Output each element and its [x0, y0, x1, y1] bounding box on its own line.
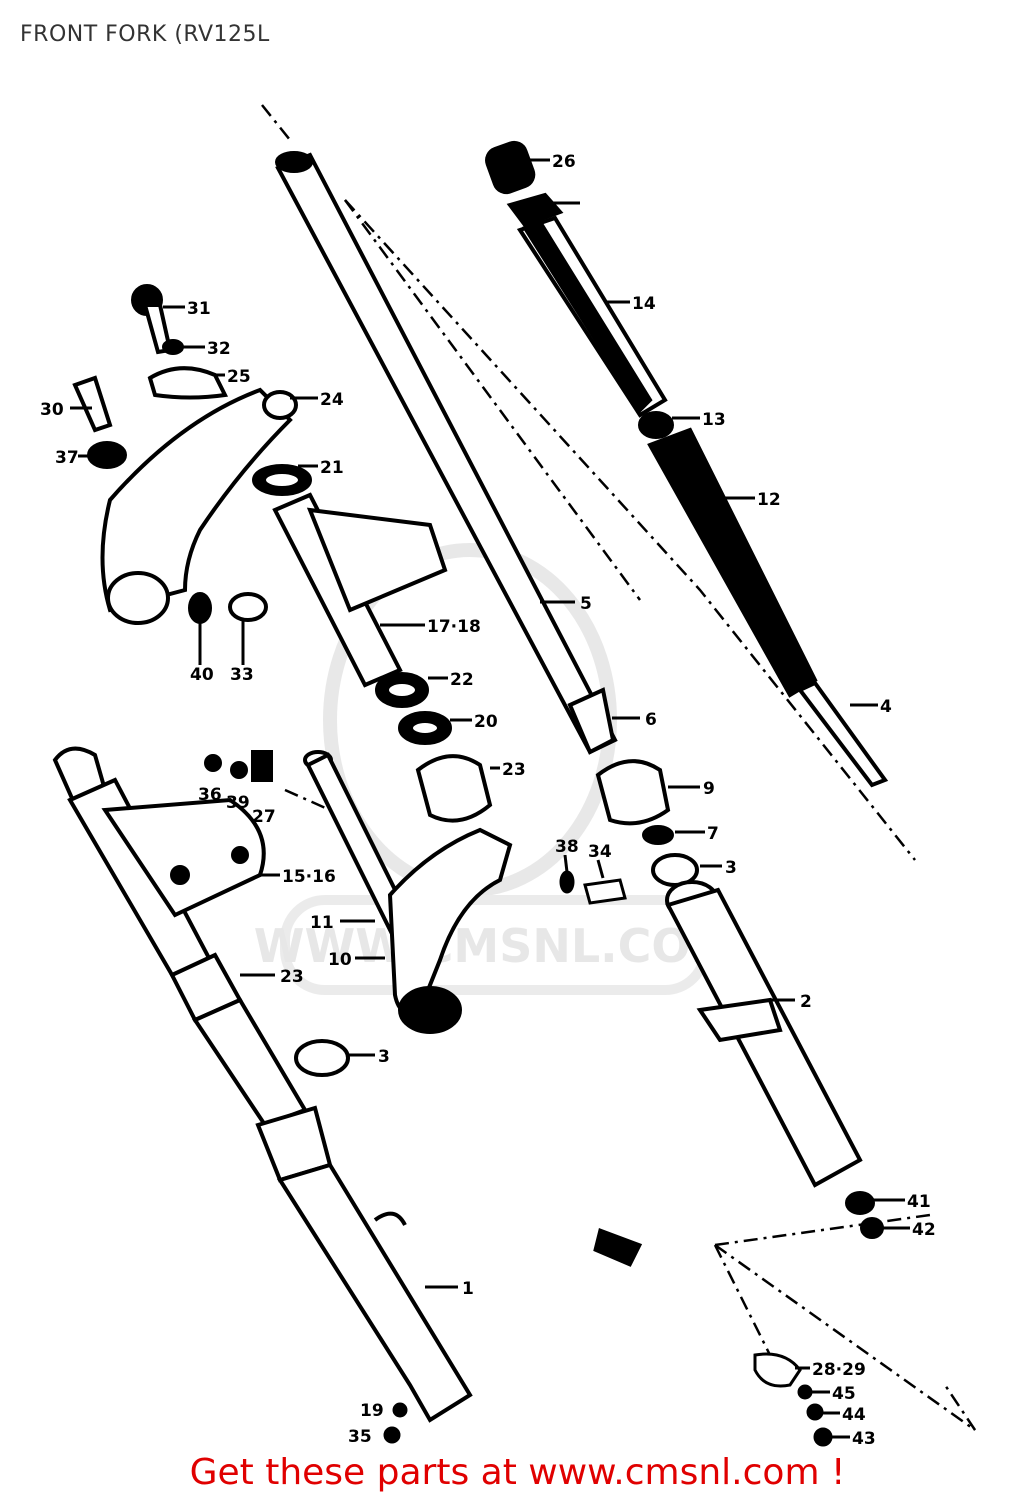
steering-stem [204, 750, 513, 1034]
callout-42: 42 [912, 1220, 936, 1240]
watermark-text: WWW.CMSNL.COM [254, 919, 737, 973]
callout-1: 1 [462, 1279, 474, 1299]
callout-43: 43 [852, 1429, 876, 1449]
callout-13: 13 [702, 410, 726, 430]
callout-19: 19 [360, 1401, 384, 1421]
callout-37: 37 [55, 448, 79, 468]
callout-20: 20 [474, 712, 498, 732]
callout-labels: 26 14 13 12 31 32 25 24 30 37 21 5 17·18… [40, 152, 936, 1449]
callout-15-16: 15·16 [282, 867, 336, 887]
callout-7: 7 [707, 824, 719, 844]
callout-17-18: 17·18 [427, 617, 481, 637]
callout-2: 2 [800, 992, 812, 1012]
get-parts-link[interactable]: Get these parts at www.cmsnl.com ! [189, 1452, 846, 1493]
fork-outer-leg-left [52, 746, 473, 1423]
callout-25: 25 [227, 367, 251, 387]
diagram-title: FRONT FORK (RV125L [20, 22, 270, 47]
callout-45: 45 [832, 1384, 856, 1404]
callout-30: 30 [40, 400, 64, 420]
callout-32: 32 [207, 339, 231, 359]
callout-22: 22 [450, 670, 474, 690]
fork-outer-leg-right [665, 880, 884, 1239]
leader-lines [70, 158, 910, 1439]
callout-39: 39 [226, 793, 250, 813]
small-hardware [383, 870, 833, 1447]
callout-4: 4 [880, 697, 892, 717]
callout-35: 35 [348, 1427, 372, 1447]
callout-28-29: 28·29 [812, 1360, 866, 1380]
callout-26: 26 [552, 152, 576, 172]
callout-31: 31 [187, 299, 211, 319]
callout-10: 10 [328, 950, 352, 970]
callout-11: 11 [310, 913, 334, 933]
callout-21: 21 [320, 458, 344, 478]
callout-6: 6 [645, 710, 657, 730]
callout-41: 41 [907, 1192, 931, 1212]
upper-bracket [72, 284, 298, 625]
fork-inner-tube [275, 151, 618, 755]
callout-5: 5 [580, 594, 592, 614]
callout-36: 36 [198, 785, 222, 805]
callout-9: 9 [703, 779, 715, 799]
callout-34: 34 [588, 842, 612, 862]
callout-40: 40 [190, 665, 214, 685]
callout-33: 33 [230, 665, 254, 685]
callout-14: 14 [632, 294, 656, 314]
callout-3-lower: 3 [378, 1047, 390, 1067]
callout-3-upper: 3 [725, 858, 737, 878]
damper-spring-assembly [485, 140, 889, 788]
headlight-stay-tube [252, 464, 448, 688]
callout-23-lower: 23 [280, 967, 304, 987]
callout-27: 27 [252, 807, 276, 827]
alignment-lines [261, 104, 977, 1432]
callout-38: 38 [555, 837, 579, 857]
callout-44: 44 [842, 1405, 866, 1425]
callout-24: 24 [320, 390, 344, 410]
callout-23-upper: 23 [502, 760, 526, 780]
callout-12: 12 [757, 490, 781, 510]
